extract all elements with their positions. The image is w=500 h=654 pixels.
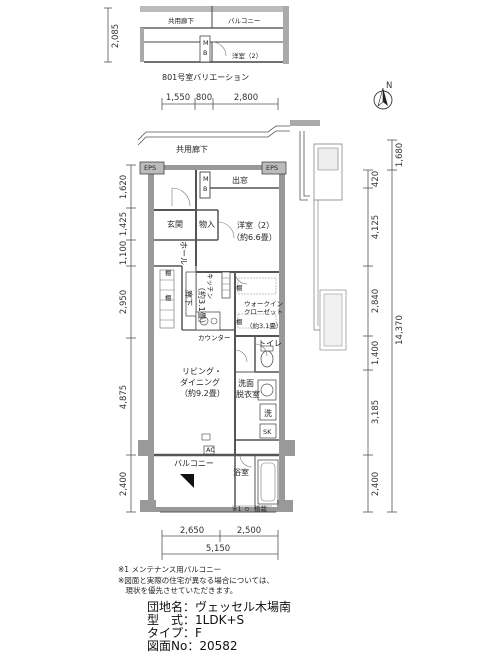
ac-label: AC [206,446,215,454]
info-type-label: 型 式： [147,613,196,627]
left-dim-4: 2,950 [119,290,129,314]
right-dim-6: 2,400 [371,472,381,496]
left-dimensions: 1,620 1,425 1,100 2,950 4,875 2,400 [119,164,136,513]
left-dim-1: 1,620 [119,175,129,199]
north-arrow: N [373,81,393,110]
counter-label: カウンター [198,333,231,342]
kitchen-size: （約3.1畳） [197,283,207,328]
right-dim-3: 2,840 [371,289,381,313]
hall-label: ホール [179,241,188,265]
variation-corridor-label: 共用廊下 [168,16,195,25]
info-kind: タイプ：F [147,624,202,641]
top-dim-2: 800 [196,93,212,103]
shelf-label-2: 棚 [165,293,172,302]
corridor-label: 共用廊下 [176,144,208,154]
info-number-label: 図面No： [147,639,200,653]
bottom-dimensions: 2,650 2,500 5,150 [161,526,279,560]
info-kind-label: タイプ： [147,626,196,640]
variation-mb-b: B [203,49,207,57]
info-number-value: 20582 [199,639,238,653]
hallway-label: 廊下 [184,290,194,306]
shelf-label-4: 棚 [236,317,243,326]
variation-mb-m: M [203,39,209,47]
left-dim-3: 1,100 [119,241,129,265]
planter-label: 植栽 [254,504,268,513]
info-kind-value: F [195,626,202,640]
info-number: 図面No：20582 [147,637,238,654]
wash-label: 洗 [264,408,272,418]
dressing-label: 脱衣室 [236,389,260,399]
info-name: 団地名：ヴェッセル木場南 [147,598,291,615]
info-name-value: ヴェッセル木場南 [195,600,292,614]
bottom-dim-2: 2,500 [237,526,261,536]
right-dimensions: 420 4,125 2,840 1,400 3,185 2,400 1,680 … [363,139,405,513]
western-room-size: （約6.6畳） [232,232,277,242]
north-label: N [386,81,392,91]
western-room-label: 洋室（2） [237,220,274,230]
right-dim-5: 3,185 [371,400,381,424]
top-dim-1: 1,550 [166,93,190,103]
sk-label: SK [263,428,272,436]
info-type: 型 式：1LDK+S [147,611,244,628]
balcony-label: バルコニー [174,459,214,468]
info-name-label: 団地名： [147,600,196,614]
variation-room-label: 洋室（2） [232,51,262,60]
closet-label: クローゼット [244,307,283,316]
right-dim-2: 4,125 [371,215,381,239]
living-label: リビング・ [182,366,222,376]
top-dim-3: 2,800 [234,93,258,103]
kitchen-label: キッチン [206,273,214,299]
maint-balcony-mark: ※1 [232,505,242,513]
bath-label: 浴室 [233,467,249,477]
variation-balcony-label: バルコニー [228,17,260,25]
variation-plan: 2,085 共用廊下 バルコニー 洋室（2） M B 801号室バリエーション [104,6,289,82]
note-disclaimer-1: ※図面と実際の住宅が異なる場合については、 [118,576,274,585]
note-disclaimer-2: 現状を優先させていただきます。 [118,586,238,595]
left-dim-2: 1,425 [119,212,129,236]
top-dimensions: 1,550 800 2,800 [161,93,279,110]
bottom-dim-1: 2,650 [180,526,204,536]
right-dim-1: 420 [371,171,381,187]
left-dim-6: 2,400 [119,472,129,496]
right-outer-dim-2: 14,370 [395,315,405,345]
dining-label: ダイニング [180,377,220,387]
genkan-label: 玄関 [167,219,183,229]
shelf-label-1: 棚 [165,268,172,277]
mb-b-label: B [203,185,207,193]
eps-left-label: EPS [144,164,156,172]
variation-dim-label: 2,085 [111,24,121,48]
variation-caption: 801号室バリエーション [162,72,249,82]
living-size: （約9.2畳） [180,388,225,398]
shelf-label-3: 棚 [236,283,243,292]
storage-label: 物入 [199,219,215,229]
walkin-size: （約3.1畳） [246,321,282,330]
bottom-dim-total: 5,150 [206,544,230,554]
eps-right-label: EPS [266,164,278,172]
info-type-value: 1LDK+S [195,613,245,627]
right-dim-4: 1,400 [371,341,381,365]
mb-m-label: M [203,175,209,183]
washroom-label: 洗面 [238,378,254,388]
walkin-label: ウォークイン [244,300,283,308]
left-dim-5: 4,875 [119,385,129,409]
exit-window-label: 出窓 [232,175,248,185]
toilet-label: トイレ [258,339,282,348]
note-maint-balcony: ※1 メンテナンス用バルコニー [118,565,222,574]
right-outer-dim-1: 1,680 [395,143,405,167]
main-plan: EPS EPS [137,120,347,513]
